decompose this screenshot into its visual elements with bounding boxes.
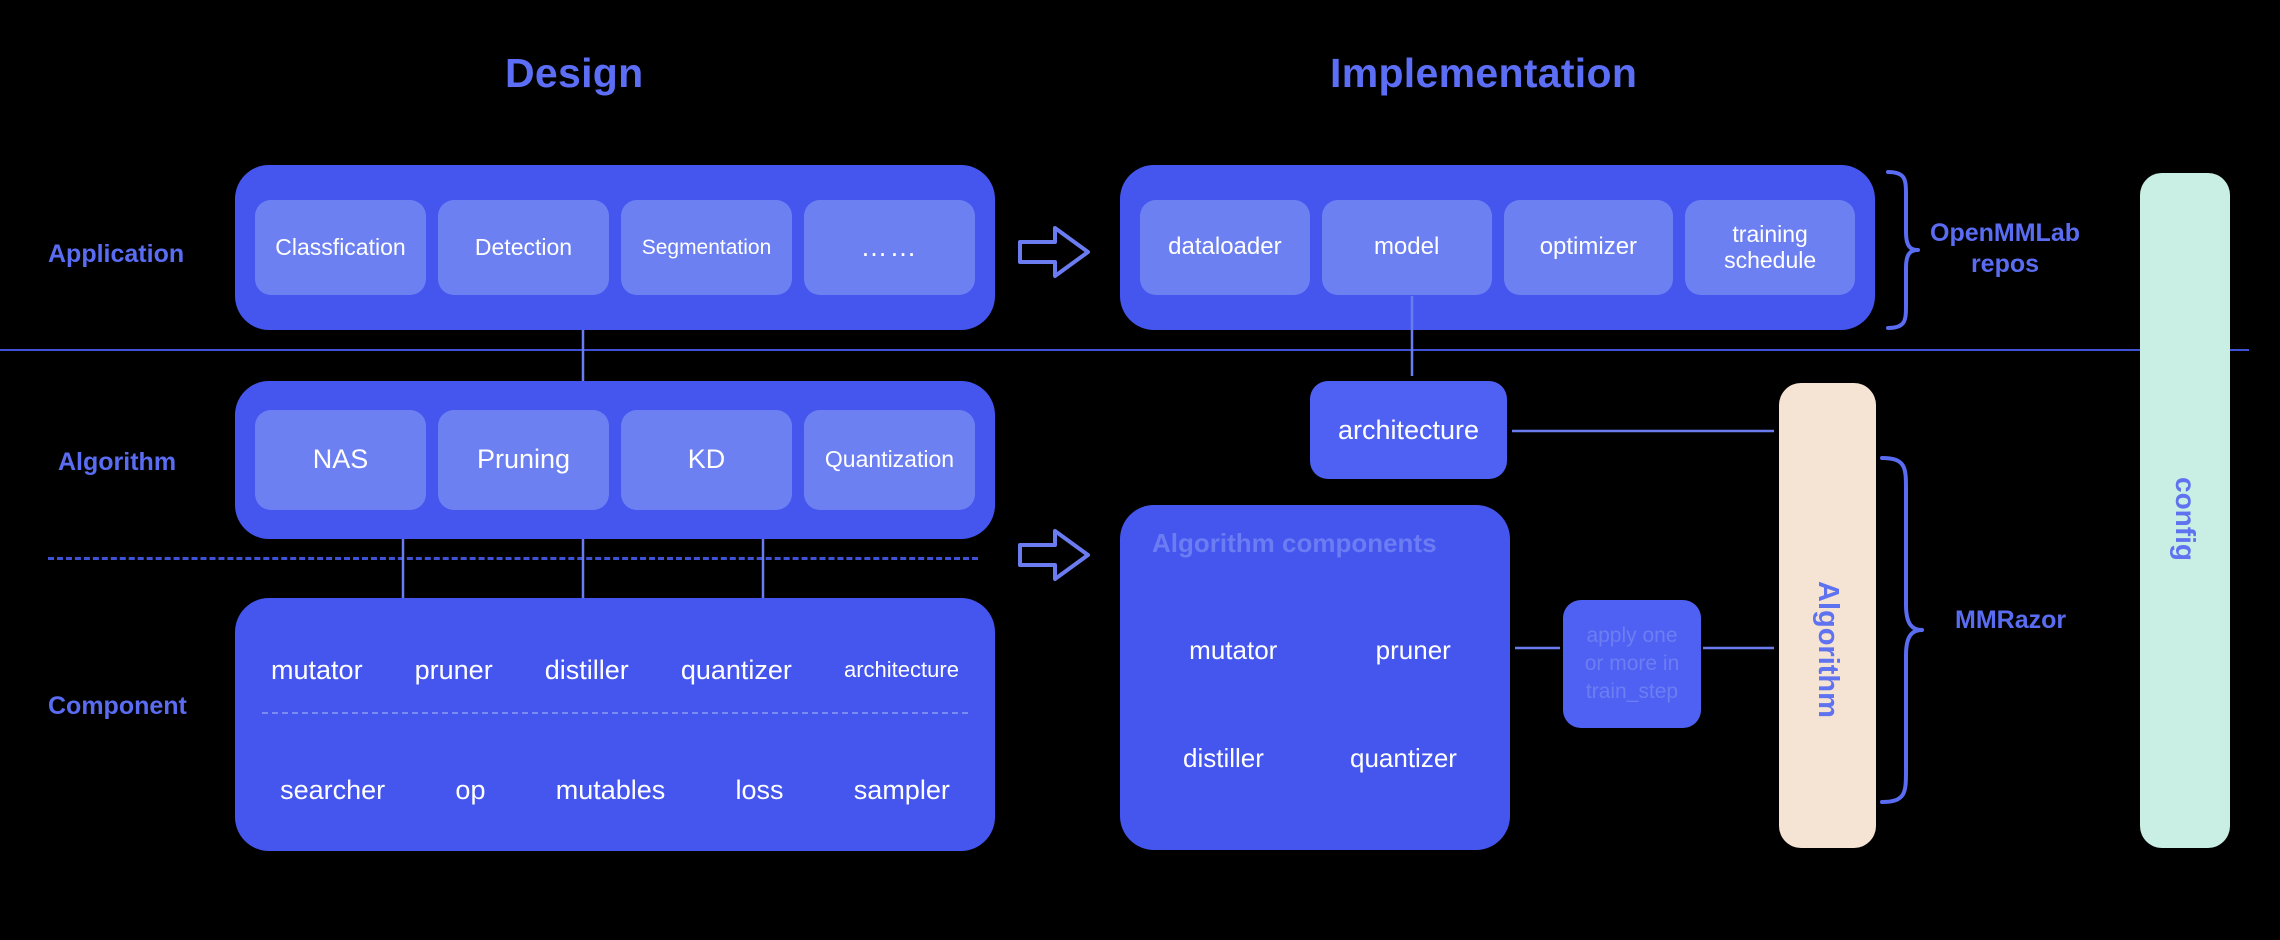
component-distiller[interactable]: distiller (544, 654, 629, 685)
component-mutables[interactable]: mutables (555, 774, 666, 805)
divider-dashed-horizontal (48, 557, 978, 560)
curly-brace-icon-openmmlab (1886, 170, 1920, 330)
box-apply-in-train-step[interactable]: apply one or more in train_step (1563, 600, 1701, 728)
bar-algorithm[interactable]: Algorithm (1779, 383, 1876, 848)
component-quantizer[interactable]: quantizer (680, 654, 792, 685)
design-algorithm-tiles: NAS Pruning KD Quantization (255, 410, 975, 510)
column-title-implementation: Implementation (1330, 50, 1638, 96)
tile-dataloader[interactable]: dataloader (1140, 200, 1310, 295)
label-openmmlab-repos-line1: OpenMMLab (1930, 219, 2080, 247)
component-sampler[interactable]: sampler (853, 774, 950, 805)
label-mmrazor: MMRazor (1955, 606, 2067, 634)
tile-optimizer[interactable]: optimizer (1503, 200, 1674, 295)
design-component-row-1: mutator pruner distiller quantizer archi… (245, 635, 985, 705)
label-openmmlab-repos-line2: repos (1970, 250, 2040, 279)
design-component-row-2: searcher op mutables loss sampler (245, 755, 985, 825)
algorithm-components-row-2: distiller quantizer (1140, 728, 1500, 788)
panel-design-component (235, 598, 995, 851)
label-openmmlab-repos: OpenMMLab repos (1930, 218, 2080, 281)
component-inner-divider (262, 712, 968, 714)
component-loss[interactable]: loss (735, 774, 784, 805)
tile-quantization[interactable]: Quantization (804, 410, 975, 510)
row-label-application: Application (48, 240, 185, 268)
panel-algorithm-components (1120, 505, 1510, 850)
tile-segmentation[interactable]: Segmentation (621, 200, 792, 295)
tile-pruning[interactable]: Pruning (438, 410, 609, 510)
component-searcher[interactable]: searcher (280, 774, 386, 805)
component-op[interactable]: op (455, 774, 486, 805)
algorithm-component-quantizer[interactable]: quantizer (1349, 742, 1457, 773)
algorithm-component-mutator[interactable]: mutator (1189, 634, 1278, 665)
algorithm-components-title: Algorithm components (1152, 528, 1437, 558)
connector-algorithm-to-component (401, 539, 765, 598)
tile-classification[interactable]: Classfication (255, 200, 426, 295)
hollow-right-arrow-icon-top (1018, 226, 1090, 278)
design-application-tiles: Classfication Detection Segmentation …… (255, 200, 975, 295)
tile-model[interactable]: model (1321, 200, 1492, 295)
component-mutator[interactable]: mutator (271, 654, 363, 685)
apply-line-2: or more in (1584, 652, 1680, 676)
hollow-right-arrow-icon-bottom (1018, 529, 1090, 581)
algorithm-component-pruner[interactable]: pruner (1375, 634, 1451, 665)
tile-kd[interactable]: KD (621, 410, 792, 510)
tile-detection[interactable]: Detection (438, 200, 609, 295)
curly-brace-icon-mmrazor (1880, 456, 1924, 804)
component-architecture[interactable]: architecture (843, 657, 959, 682)
algorithm-component-distiller[interactable]: distiller (1183, 742, 1264, 773)
algorithm-components-row-1: mutator pruner (1140, 620, 1500, 680)
apply-line-1: apply one (1586, 624, 1678, 648)
bar-algorithm-label: Algorithm (1812, 581, 1844, 718)
row-label-component: Component (48, 692, 187, 720)
row-label-algorithm: Algorithm (58, 448, 177, 476)
tile-nas[interactable]: NAS (255, 410, 426, 510)
component-pruner[interactable]: pruner (414, 654, 493, 685)
divider-solid-horizontal (0, 349, 2249, 351)
bar-config[interactable]: config (2140, 173, 2230, 848)
box-architecture[interactable]: architecture (1310, 381, 1507, 479)
column-title-design: Design (505, 50, 644, 96)
bar-config-label: config (2170, 477, 2201, 561)
tile-ellipsis[interactable]: …… (804, 200, 975, 295)
apply-line-3: train_step (1585, 679, 1679, 703)
